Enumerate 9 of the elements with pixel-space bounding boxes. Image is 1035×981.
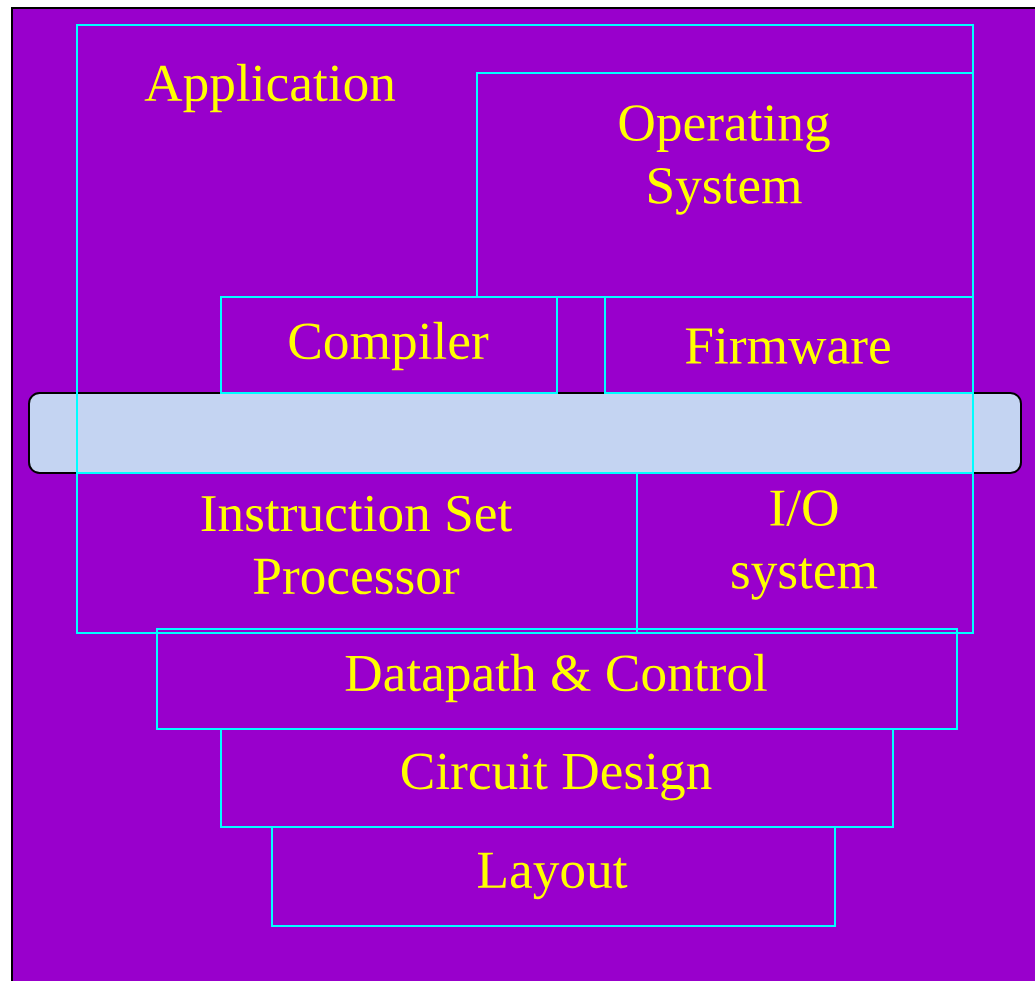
layer-box: Firmware <box>604 296 974 394</box>
layer-box: Compiler <box>220 296 558 394</box>
layer-box: Circuit Design <box>220 728 894 828</box>
layer-box: Layout <box>271 826 836 927</box>
layer-box: Datapath & Control <box>156 628 958 730</box>
band <box>28 392 1022 474</box>
layer-box: Operating System <box>476 72 974 298</box>
layer-box: Instruction Set Processor <box>76 472 638 634</box>
layer-box: I/O system <box>636 472 974 634</box>
